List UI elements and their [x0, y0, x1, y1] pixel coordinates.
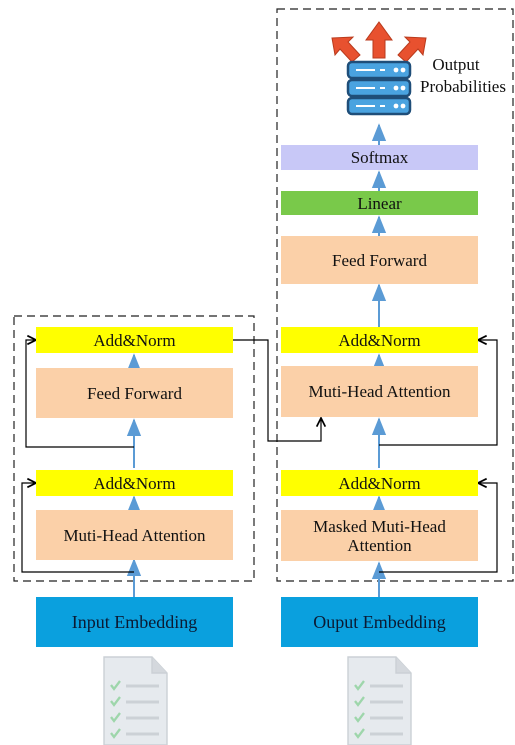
decoder-softmax: Softmax — [281, 145, 478, 170]
encoder-feed-forward: Feed Forward — [36, 368, 233, 418]
output-embedding: Ouput Embedding — [281, 597, 478, 647]
residual-connections — [21, 340, 498, 573]
decoder-add-norm-bottom: Add&Norm — [281, 470, 478, 496]
document-icon — [347, 656, 412, 745]
output-arrows-icon — [331, 21, 427, 63]
encoder-attention: Muti-Head Attention — [36, 510, 233, 560]
encoder-add-norm-bottom: Add&Norm — [36, 470, 233, 496]
decoder-linear: Linear — [281, 191, 478, 215]
output-label-line1: Output — [432, 55, 480, 74]
decoder-boundary — [276, 8, 514, 582]
decoder-masked-attention: Masked Muti-Head Attention — [281, 510, 478, 561]
encoder-add-norm-top: Add&Norm — [36, 327, 233, 353]
decoder-add-norm-top: Add&Norm — [281, 327, 478, 353]
output-label-line2: Probabilities — [420, 77, 506, 96]
server-icon — [346, 60, 412, 116]
decoder-attention: Muti-Head Attention — [281, 366, 478, 417]
document-icon — [103, 656, 168, 745]
decoder-feed-forward: Feed Forward — [281, 236, 478, 284]
input-embedding: Input Embedding — [36, 597, 233, 647]
